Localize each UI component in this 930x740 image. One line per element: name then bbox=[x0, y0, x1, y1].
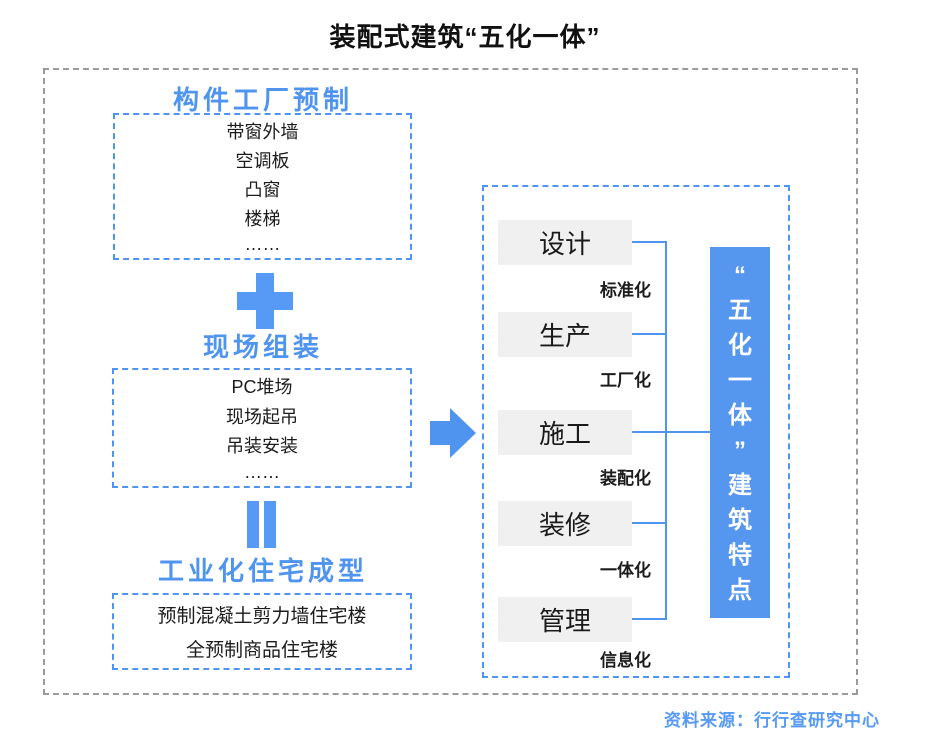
step-box-factory-prefab: 带窗外墙 空调板 凸窗 楼梯 …… bbox=[113, 113, 412, 260]
step-item: 凸窗 bbox=[244, 180, 281, 200]
step-item: 空调板 bbox=[235, 151, 290, 171]
modernization-label-construction: 装配化 bbox=[600, 469, 651, 488]
arrow-right-icon bbox=[430, 408, 476, 458]
process-box-decoration: 装修 bbox=[498, 501, 632, 546]
right-dashed-frame bbox=[482, 185, 790, 678]
step-heading-factory-prefab: 构件工厂预制 bbox=[172, 85, 353, 115]
process-box-management: 管理 bbox=[498, 597, 632, 642]
step-item: 楼梯 bbox=[244, 209, 281, 229]
source-attribution: 资料来源：行行查研究中心 bbox=[664, 711, 880, 730]
plus-icon bbox=[237, 273, 293, 329]
modernization-label-decoration: 一体化 bbox=[600, 561, 651, 580]
connector-line bbox=[632, 431, 665, 433]
connector-line bbox=[632, 241, 665, 243]
step-item: 带窗外墙 bbox=[226, 122, 299, 142]
process-box-design: 设计 bbox=[498, 220, 632, 265]
step-item-ellipsis: …… bbox=[244, 234, 281, 254]
modernization-label-management: 信息化 bbox=[600, 651, 651, 670]
step-box-industrial-housing: 预制混凝土剪力墙住宅楼 全预制商品住宅楼 bbox=[112, 593, 412, 670]
connector-main-line bbox=[665, 431, 710, 433]
result-box-five-in-one: “五化一体”建筑特点 bbox=[710, 247, 770, 618]
step-heading-industrial-housing: 工业化住宅成型 bbox=[157, 556, 368, 586]
step-item: 预制混凝土剪力墙住宅楼 bbox=[157, 606, 367, 628]
step-box-site-assembly: PC堆场 现场起吊 吊装安装 …… bbox=[112, 368, 412, 488]
connector-line bbox=[632, 618, 665, 620]
connector-line bbox=[632, 333, 665, 335]
step-item: 全预制商品住宅楼 bbox=[185, 639, 338, 661]
step-item: 现场起吊 bbox=[226, 406, 298, 427]
outer-dashed-frame bbox=[43, 68, 858, 695]
modernization-label-production: 工厂化 bbox=[600, 371, 651, 390]
step-heading-site-assembly: 现场组装 bbox=[202, 332, 323, 362]
connector-line bbox=[632, 522, 665, 524]
step-item: 吊装安装 bbox=[226, 436, 298, 457]
modernization-label-design: 标准化 bbox=[600, 281, 651, 300]
connector-vertical-line bbox=[665, 241, 667, 620]
page-title: 装配式建筑“五化一体” bbox=[329, 22, 601, 52]
process-box-production: 生产 bbox=[498, 312, 632, 357]
equals-icon bbox=[247, 501, 277, 548]
process-box-construction: 施工 bbox=[498, 410, 632, 455]
step-item-ellipsis: …… bbox=[244, 461, 280, 482]
step-item: PC堆场 bbox=[231, 377, 293, 398]
